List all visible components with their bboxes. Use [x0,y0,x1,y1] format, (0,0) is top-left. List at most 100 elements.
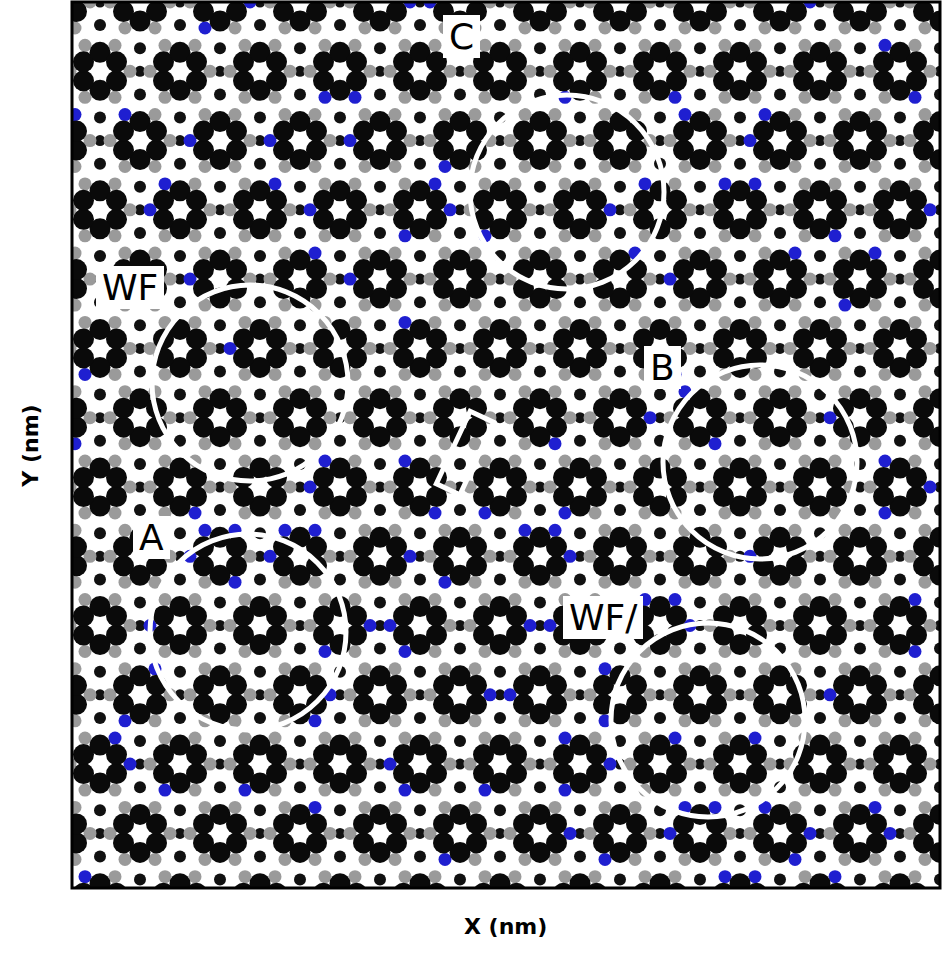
large-atom [393,70,414,91]
small-atom [894,666,906,678]
grey-atom [839,108,852,121]
grey-atom [429,229,442,242]
large-atom [713,763,734,784]
grey-atom [279,801,292,814]
grey-atom [319,732,332,745]
grey-atom [269,39,282,52]
small-atom [894,389,906,401]
small-atom [694,596,706,608]
grey-atom [189,316,202,329]
grey-atom [199,385,212,398]
small-atom [654,573,666,585]
grey-atom [799,229,812,242]
grey-atom [509,229,522,242]
grey-atom [479,732,492,745]
grey-atom [359,108,372,121]
grey-atom [359,714,372,727]
grey-atom [269,593,282,606]
grey-atom [389,22,402,35]
grey-atom [919,385,932,398]
large-atom [106,467,127,488]
grey-atom [309,437,322,450]
large-atom [346,51,367,72]
grey-atom [759,160,772,173]
large-atom [506,606,527,627]
grey-atom [149,437,162,450]
grey-atom [869,385,882,398]
small-atom [854,42,866,54]
large-atom [593,417,614,438]
large-atom [353,278,374,299]
small-atom [414,250,426,262]
grey-atom [759,437,772,450]
large-atom [906,744,927,765]
grey-atom [359,385,372,398]
large-atom [873,347,894,368]
large-atom [793,625,814,646]
large-atom [306,813,327,834]
large-atom [346,328,367,349]
grey-atom [509,732,522,745]
large-atom [673,694,694,715]
large-atom [186,51,207,72]
grey-atom [479,645,492,658]
small-atom [654,389,666,401]
grey-atom [669,784,682,797]
small-atom [774,458,786,470]
small-atom [94,158,106,170]
grey-atom [109,39,122,52]
small-atom [94,527,106,539]
grey-atom [829,455,842,468]
grey-atom [229,108,242,121]
large-atom [713,70,734,91]
large-atom [826,744,847,765]
small-atom [294,42,306,54]
grey-atom [669,177,682,190]
large-atom [866,536,887,557]
grey-atom [799,507,812,520]
small-atom [374,596,386,608]
grey-atom [269,507,282,520]
large-atom [426,606,447,627]
small-atom [694,42,706,54]
large-atom [793,347,814,368]
small-atom [94,19,106,31]
large-atom [193,417,214,438]
small-atom [814,158,826,170]
grey-atom [149,247,162,260]
small-atom [214,781,226,793]
small-atom [414,804,426,816]
grey-atom [349,507,362,520]
small-atom [374,181,386,193]
grey-atom [589,645,602,658]
large-atom [473,347,494,368]
grey-atom [709,22,722,35]
large-atom [106,606,127,627]
large-atom [106,190,127,211]
small-atom [254,851,266,863]
small-atom [174,804,186,816]
grey-atom [559,177,572,190]
small-atom [574,435,586,447]
grey-atom [469,108,482,121]
large-atom [72,398,87,419]
large-atom [313,625,334,646]
grey-atom [709,108,722,121]
grey-atom [709,662,722,675]
blue-atom [479,507,492,520]
blue-atom [669,732,682,745]
small-atom [294,366,306,378]
small-atom [894,296,906,308]
small-atom [414,296,426,308]
large-atom [433,140,454,161]
large-atom [753,140,774,161]
large-atom [513,417,534,438]
large-atom [226,121,247,142]
grey-atom [509,177,522,190]
grey-atom [389,714,402,727]
grey-atom [879,645,892,658]
grey-atom [229,801,242,814]
small-atom [454,181,466,193]
grey-atom [719,732,732,745]
grey-atom [559,368,572,381]
